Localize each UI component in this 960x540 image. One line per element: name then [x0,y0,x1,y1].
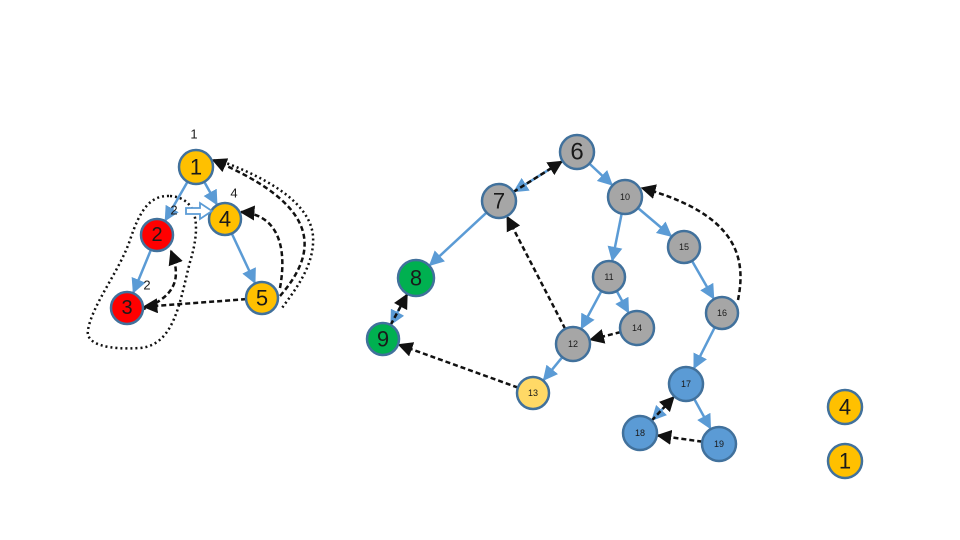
node-18: 18 [621,414,659,452]
node-8: 8 [396,258,436,298]
tree-edge-10-11 [607,213,623,262]
back-edge-5-4 [239,205,284,289]
tree-edge-1-4 [203,181,218,206]
annot-2b: 2 [143,278,150,293]
node-label: 11 [604,272,613,282]
node-label: 12 [568,339,578,349]
node-circle [177,148,215,186]
tree-edge-12-13 [542,356,564,381]
stack-item: 1 [826,442,864,480]
node-label: 2 [151,224,162,246]
node-label: 16 [717,308,727,318]
node-2: 2 [139,217,175,253]
node-label: 3 [121,297,132,319]
node-label: 10 [620,192,630,202]
tree-edge-11-12 [580,290,603,330]
hollow-arrow [185,201,214,221]
tree-edge-16-17 [693,326,716,370]
node-label: 5 [256,286,268,311]
node-6: 6 [558,133,596,171]
node-circle [558,133,596,171]
node-circle [591,259,627,295]
scc-loop-2-3 [86,194,198,350]
node-3: 3 [109,290,145,326]
node-label: 4 [219,207,231,232]
node-14: 14 [618,309,656,347]
annot-4: 4 [230,186,237,201]
stack-label: 4 [839,395,851,420]
node-4: 4 [207,201,243,237]
node-5: 5 [244,280,280,316]
node-label: 15 [679,242,689,252]
node-circle [704,295,740,331]
node-11: 11 [591,259,627,295]
node-circle [606,178,644,216]
node-label: 19 [714,439,724,449]
back-edge-19-18 [656,429,703,445]
tree-edge-11-14 [615,290,630,314]
node-circle [244,280,280,316]
back-edge-5-3 [142,297,247,314]
tree-edge-17-19 [693,398,712,430]
node-circle [554,325,592,363]
node-circle [667,365,705,403]
node-label: 14 [632,323,642,333]
back-edge-9-8 [389,293,409,326]
tree-edge-2-3 [131,249,153,294]
back-edge-12-7 [506,215,567,330]
node-label: 18 [635,428,645,438]
node-15: 15 [666,229,702,265]
node-12: 12 [554,325,592,363]
node-circle [480,182,518,220]
tree-edge-4-5 [230,232,256,284]
tree-edge-7-8 [428,211,488,267]
annot-1: 1 [190,127,197,142]
back-edge-18-17 [650,396,675,422]
node-label: 17 [681,379,691,389]
node-circle [396,258,436,298]
node-label: 6 [570,139,583,166]
tree-edge-15-16 [690,260,715,300]
node-16: 16 [704,295,740,331]
node-circle [139,217,175,253]
back-edge-5-1 [211,158,306,297]
node-circle [109,290,145,326]
node-7: 7 [480,182,518,220]
node-circle [618,309,656,347]
node-circle [515,375,551,411]
node-circle [666,229,702,265]
node-label: 8 [410,266,422,291]
node-label: 7 [493,189,505,214]
tree-edge-1-2 [164,181,189,222]
node-label: 1 [190,155,202,180]
node-circle [621,414,659,452]
node-1: 1 [177,148,215,186]
back-edge-13-9 [397,342,519,389]
stack-circle [826,442,864,480]
node-19: 19 [700,425,738,463]
back-edge-14-12 [589,329,621,344]
node-circle [700,425,738,463]
stack-legend: 41 [826,388,864,480]
node-circle [207,201,243,237]
annot-2a: 2 [170,203,177,218]
node-circle [365,321,401,357]
back-edge-7-6 [512,160,564,194]
stack-item: 4 [826,388,864,426]
node-label: 13 [528,388,538,398]
node-17: 17 [667,365,705,403]
node-label: 9 [377,327,389,352]
stack-label: 1 [839,449,851,474]
node-13: 13 [515,375,551,411]
tree-edge-10-15 [637,207,673,237]
edges-layer [131,158,742,445]
node-10: 10 [606,178,644,216]
tree-edge-6-10 [588,162,613,186]
stack-circle [826,388,864,426]
node-9: 9 [365,321,401,357]
